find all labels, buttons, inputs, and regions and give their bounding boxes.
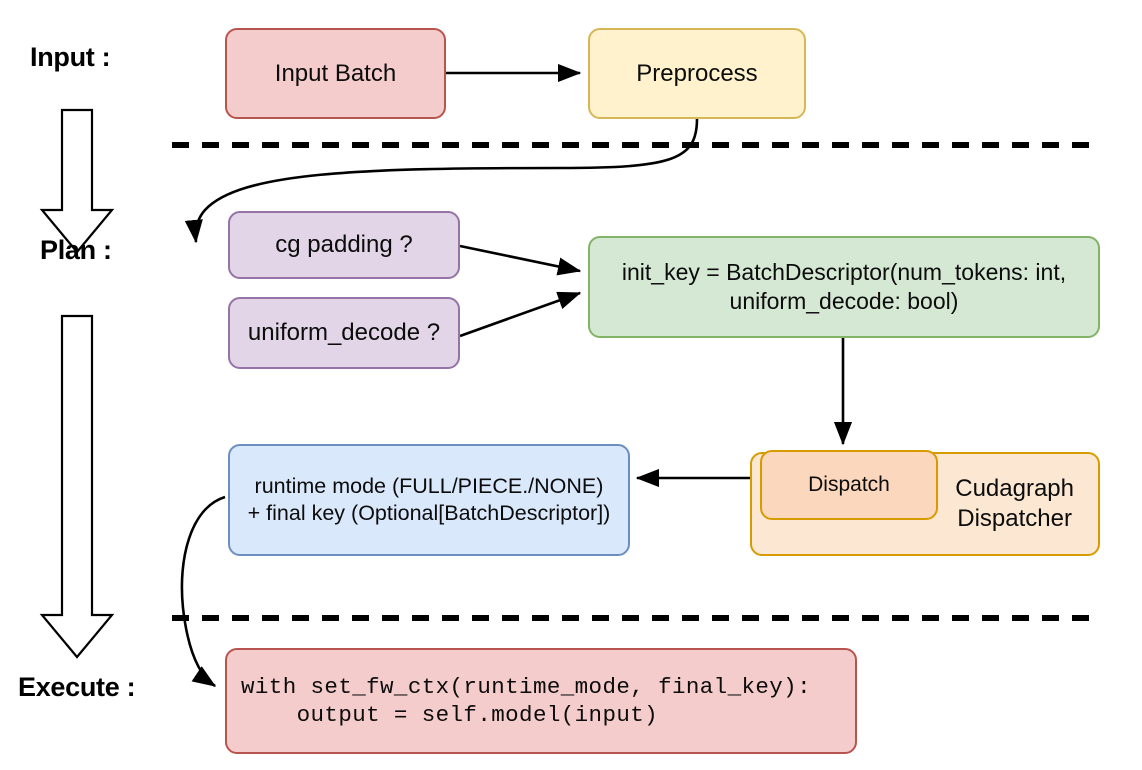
edge-runtime-mode-to-exec-code [180, 495, 226, 688]
edge-preprocess-to-cg-padding [184, 118, 699, 244]
node-input-batch[interactable]: Input Batch [225, 28, 446, 119]
node-init-key-label: init_key = BatchDescriptor(num_tokens: i… [621, 259, 1067, 314]
node-exec-code-label: with set_fw_ctx(runtime_mode, final_key)… [241, 673, 811, 728]
node-cg-padding-label: cg padding ? [275, 231, 413, 258]
node-preprocess[interactable]: Preprocess [588, 28, 806, 119]
stage-label-execute: Execute : [18, 672, 136, 702]
node-uniform-decode[interactable]: uniform_decode ? [228, 297, 460, 369]
edge-uniform-decode-to-init-key [459, 291, 582, 338]
node-preprocess-label: Preprocess [636, 59, 758, 87]
node-exec-code[interactable]: with set_fw_ctx(runtime_mode, final_key)… [225, 648, 857, 754]
stage-label-input: Input : [30, 42, 111, 72]
node-runtime-mode-label: runtime mode (FULL/PIECE./NONE) + final … [247, 474, 611, 525]
node-init-key[interactable]: init_key = BatchDescriptor(num_tokens: i… [588, 236, 1100, 338]
plan-to-execute-arrow [39, 314, 115, 659]
node-dispatch-label: Dispatch [808, 472, 890, 496]
node-uniform-decode-label: uniform_decode ? [247, 319, 441, 346]
node-input-batch-label: Input Batch [274, 59, 397, 87]
node-cg-padding[interactable]: cg padding ? [228, 211, 460, 279]
node-runtime-mode[interactable]: runtime mode (FULL/PIECE./NONE) + final … [228, 444, 630, 556]
edge-cg-padding-to-init-key [459, 244, 582, 276]
node-dispatch[interactable]: Dispatch [760, 450, 938, 520]
input-to-plan-arrow [39, 108, 115, 254]
node-cudagraph-dispatcher-label: Cudagraph Dispatcher [955, 475, 1074, 532]
stage-label-plan: Plan : [40, 235, 112, 265]
